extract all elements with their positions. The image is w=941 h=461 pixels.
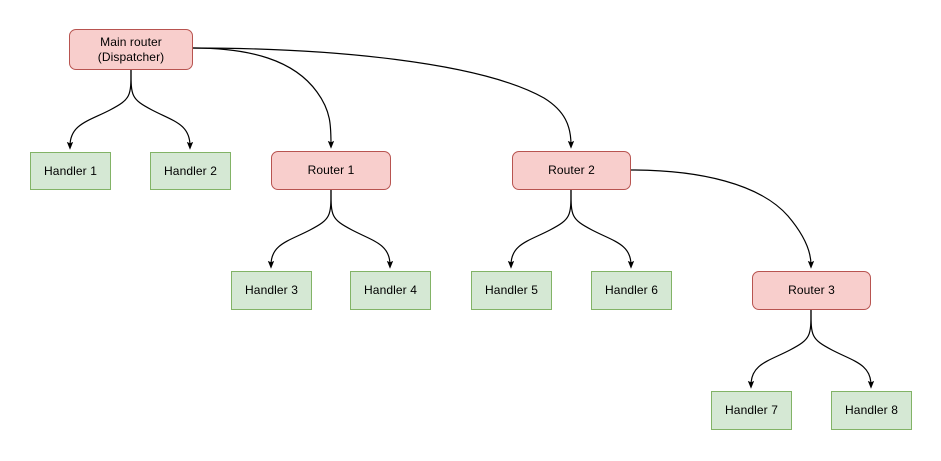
node-label-handler-1: Handler 1 [44,163,97,178]
node-handler-4[interactable]: Handler 4 [350,271,431,310]
node-label-router-3: Router 3 [788,283,835,297]
node-handler-3[interactable]: Handler 3 [231,271,312,310]
node-label-handler-7: Handler 7 [725,403,778,417]
node-handler-7[interactable]: Handler 7 [711,391,792,430]
node-handler-2[interactable]: Handler 2 [150,152,231,190]
edge-main-router-to-router-2 [192,47,575,149]
node-label-handler-8: Handler 8 [845,403,898,417]
edge-router-3-to-handler-7 [747,309,812,389]
edge-main-router-to-handler-2 [130,69,194,150]
node-label-handler-4: Handler 4 [364,283,417,297]
node-handler-8[interactable]: Handler 8 [831,391,912,430]
node-router-3[interactable]: Router 3 [752,271,871,310]
edge-main-router-to-handler-1 [66,69,132,150]
node-label-main-router: Main router (Dispatcher) [97,34,165,64]
edge-router-3-to-handler-8 [810,309,875,389]
edge-router-1-to-handler-4 [330,189,394,269]
node-router-2[interactable]: Router 2 [512,151,631,190]
node-handler-1[interactable]: Handler 1 [30,152,111,190]
edge-main-router-to-router-1 [192,47,335,149]
node-label-handler-5: Handler 5 [485,283,538,297]
node-handler-5[interactable]: Handler 5 [471,271,552,310]
node-label-handler-3: Handler 3 [245,283,298,297]
edge-router-2-to-router-3 [630,169,815,269]
node-label-handler-2: Handler 2 [164,163,217,178]
edge-router-2-to-handler-6 [570,189,635,269]
edge-router-2-to-handler-5 [507,189,572,269]
node-main-router[interactable]: Main router (Dispatcher) [69,29,193,70]
edges-group [66,47,875,389]
node-label-handler-6: Handler 6 [605,283,658,297]
node-label-router-2: Router 2 [548,163,595,177]
node-label-router-1: Router 1 [307,163,355,177]
edge-router-1-to-handler-3 [267,189,332,269]
node-router-1[interactable]: Router 1 [271,151,391,190]
node-handler-6[interactable]: Handler 6 [591,271,672,310]
